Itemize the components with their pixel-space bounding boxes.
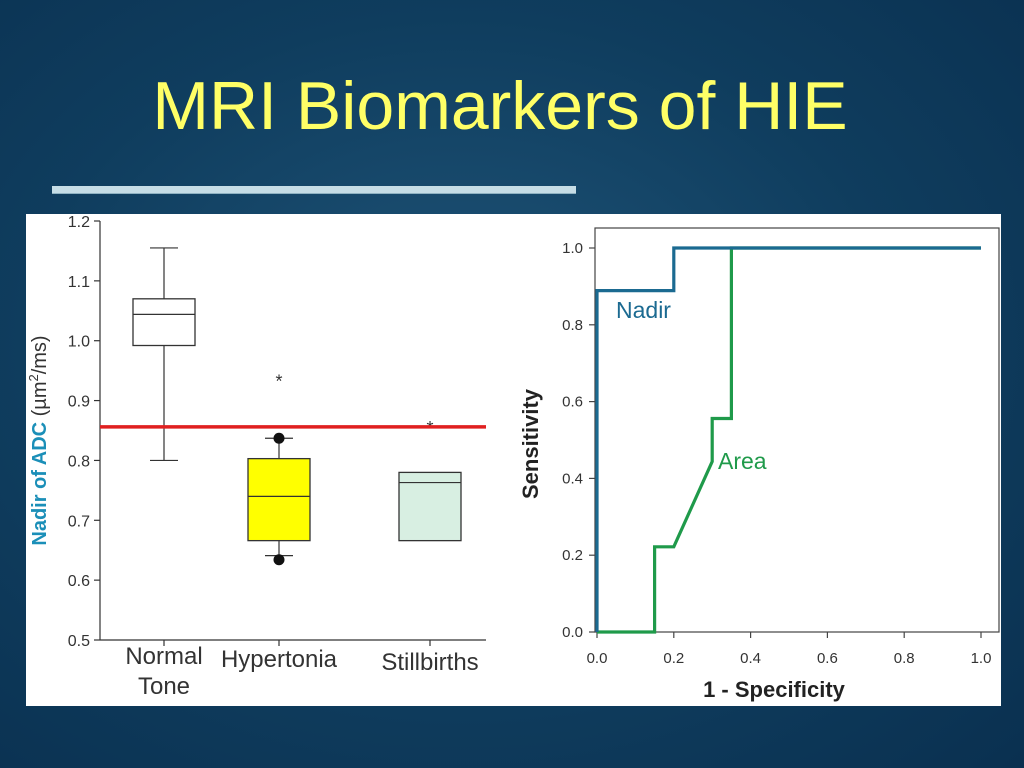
series-line-nadir: [595, 246, 981, 632]
extreme-dot: [273, 554, 285, 566]
title-underline: [52, 186, 576, 194]
x-tick-label: 0.2: [663, 650, 684, 667]
series-label-area: Area: [718, 448, 767, 474]
y-tick-label: 1.2: [68, 214, 90, 231]
roc-curve-chart: 0.0 0.2 0.4 0.6 0.8 1.0 0.0 0.2 0.4 0.6 0.8 1.0 1 - …: [518, 227, 1000, 702]
y-tick-label: 1.0: [68, 334, 90, 351]
y-tick-label: 0.8: [562, 317, 583, 334]
series-line-area: [597, 246, 981, 634]
outlier-asterisk: *: [275, 371, 282, 391]
y-tick-label: 0.6: [562, 394, 583, 411]
box-stillbirths: [398, 471, 462, 542]
y-tick-label: 0.9: [68, 394, 90, 411]
x-tick-label: 0.8: [894, 650, 915, 667]
roc-plot-frame: [594, 227, 1000, 633]
y-tick-label: 0.5: [68, 633, 90, 650]
slide-title: MRI Biomarkers of HIE: [152, 68, 848, 144]
box-normal-tone: [132, 298, 196, 347]
y-tick-label: 1.0: [562, 240, 583, 257]
y-tick-label: 0.8: [68, 453, 90, 470]
series-label-nadir: Nadir: [616, 297, 671, 323]
category-label: Normal: [125, 643, 202, 670]
y-tick-label: 1.1: [68, 274, 90, 291]
y-tick-label: 0.4: [562, 470, 583, 487]
y-tick-label: 0.0: [562, 624, 583, 641]
x-tick-label: 0.4: [740, 650, 761, 667]
extreme-dot: [273, 432, 285, 444]
category-label: Tone: [138, 673, 190, 700]
x-tick-label: 0.6: [817, 650, 838, 667]
x-axis-label: 1 - Specificity: [703, 677, 846, 702]
y-tick-label: 0.2: [562, 547, 583, 564]
box-hypertonia: [247, 457, 311, 542]
y-axis-label: Sensitivity: [518, 388, 543, 499]
y-tick-label: 0.7: [68, 513, 90, 530]
category-label: Stillbirths: [381, 649, 478, 676]
y-tick-label: 0.6: [68, 573, 90, 590]
x-tick-label: 1.0: [971, 650, 992, 667]
category-label: Hypertonia: [221, 646, 338, 673]
y-axis-label: Nadir of ADC (µm2/ms): [26, 335, 51, 545]
x-tick-label: 0.0: [587, 650, 608, 667]
